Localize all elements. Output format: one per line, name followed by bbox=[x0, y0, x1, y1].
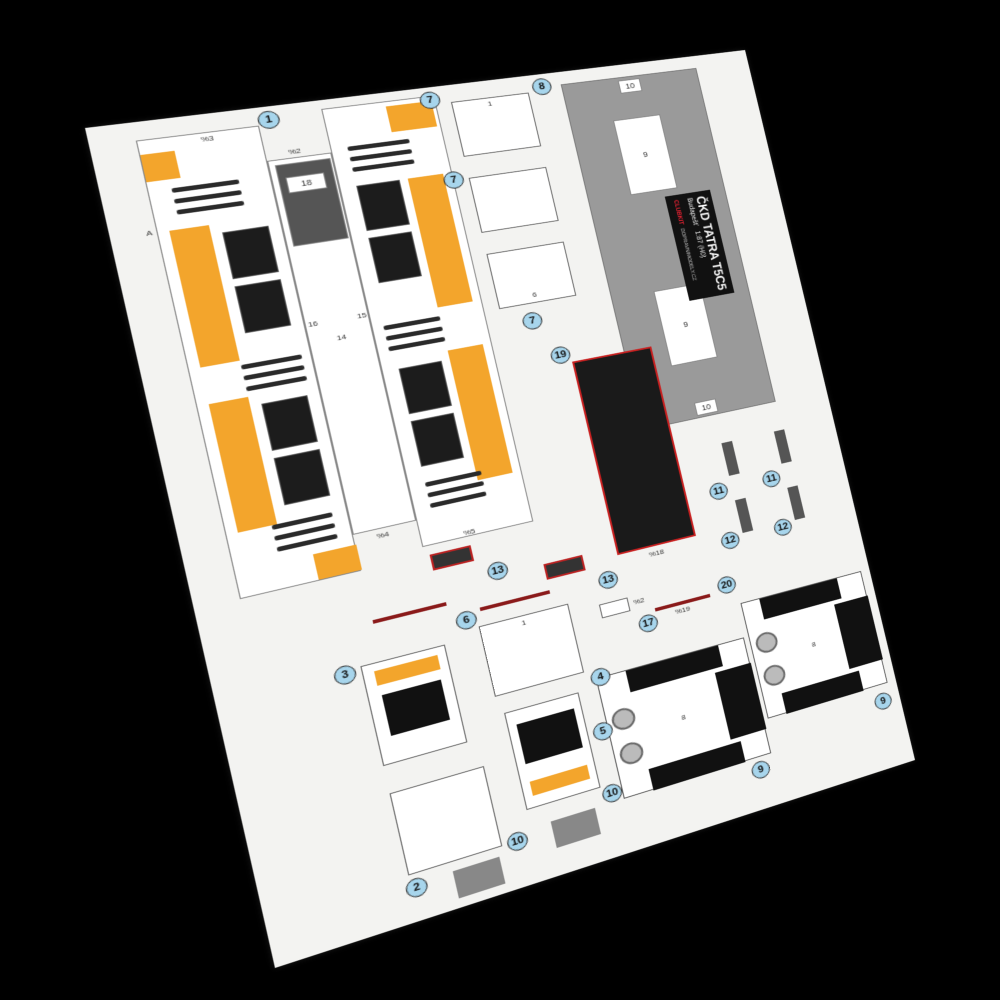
callout-8: 8 bbox=[530, 77, 554, 97]
callout-19: 19 bbox=[549, 344, 573, 366]
box-piece-4: 1 bbox=[478, 603, 585, 697]
logo: CLUBKIT bbox=[672, 199, 685, 226]
callout-13: 13 bbox=[485, 559, 510, 583]
front-piece-5 bbox=[504, 692, 601, 811]
mark: A bbox=[145, 228, 154, 238]
mark: %2 bbox=[287, 146, 302, 157]
grid-piece-10 bbox=[550, 807, 602, 848]
box-piece: 1 bbox=[450, 92, 542, 157]
mark: %3 bbox=[199, 133, 215, 144]
bogie-piece: 8 bbox=[595, 637, 772, 799]
callout-2: 2 bbox=[403, 875, 430, 901]
window bbox=[410, 412, 465, 467]
small-part bbox=[787, 485, 806, 521]
title-block: ČKD TATRA T5C5 Budapešť 1:87 (H0) CLUBKI… bbox=[664, 189, 735, 302]
orange-panel bbox=[312, 544, 363, 580]
publisher: DOPRAVNIMODELY.CZ bbox=[678, 227, 697, 282]
orange-panel bbox=[140, 150, 181, 183]
floor-label: 16 bbox=[307, 319, 319, 329]
callout-13: 13 bbox=[596, 569, 620, 591]
window bbox=[356, 179, 410, 232]
callout-11: 11 bbox=[707, 480, 730, 502]
callout-9: 9 bbox=[872, 690, 894, 712]
box-piece bbox=[468, 166, 559, 233]
window bbox=[222, 225, 280, 280]
box-piece: 6 bbox=[486, 241, 577, 310]
window bbox=[261, 395, 318, 451]
floor-label: 15 bbox=[356, 310, 368, 321]
window bbox=[398, 360, 453, 415]
roof-label: 10 bbox=[617, 78, 643, 94]
callout-11: 11 bbox=[760, 468, 782, 489]
small-part bbox=[773, 429, 792, 464]
red-strip: %19 bbox=[654, 593, 711, 616]
mark: %5 bbox=[462, 526, 477, 538]
window bbox=[234, 279, 292, 334]
callout-3: 3 bbox=[332, 663, 359, 687]
window bbox=[273, 448, 331, 506]
front-piece bbox=[360, 644, 468, 767]
roof-label: 9 bbox=[613, 114, 678, 196]
floor-label: 14 bbox=[335, 332, 348, 343]
callout-20: 20 bbox=[715, 574, 738, 596]
callout-12: 12 bbox=[719, 530, 742, 551]
roof-label: 10 bbox=[694, 398, 719, 416]
bumper-piece bbox=[543, 554, 586, 580]
grid-piece-10 bbox=[452, 856, 506, 899]
callout-6: 6 bbox=[454, 608, 479, 632]
front-piece-2 bbox=[389, 766, 503, 876]
bogie-piece: 8 bbox=[740, 570, 888, 719]
small-part bbox=[721, 440, 740, 476]
mark: %18 bbox=[648, 547, 665, 559]
window bbox=[368, 231, 422, 284]
red-strip bbox=[479, 590, 551, 612]
bumper-piece bbox=[429, 545, 475, 571]
small-part bbox=[734, 497, 754, 534]
mark: %4 bbox=[375, 529, 390, 541]
callout-7: 7 bbox=[520, 310, 545, 332]
callout-10: 10 bbox=[505, 829, 530, 854]
callout-1: 1 bbox=[255, 109, 282, 130]
small-box-17: %2 bbox=[598, 596, 645, 619]
model-sheet: %3 A 18 14 16 15 %2 %4 %5 1 6 10 9 9 10 … bbox=[85, 50, 916, 968]
callout-9: 9 bbox=[749, 758, 772, 781]
red-strip bbox=[372, 602, 447, 624]
callout-12: 12 bbox=[772, 517, 794, 538]
callout-17: 17 bbox=[637, 612, 660, 635]
